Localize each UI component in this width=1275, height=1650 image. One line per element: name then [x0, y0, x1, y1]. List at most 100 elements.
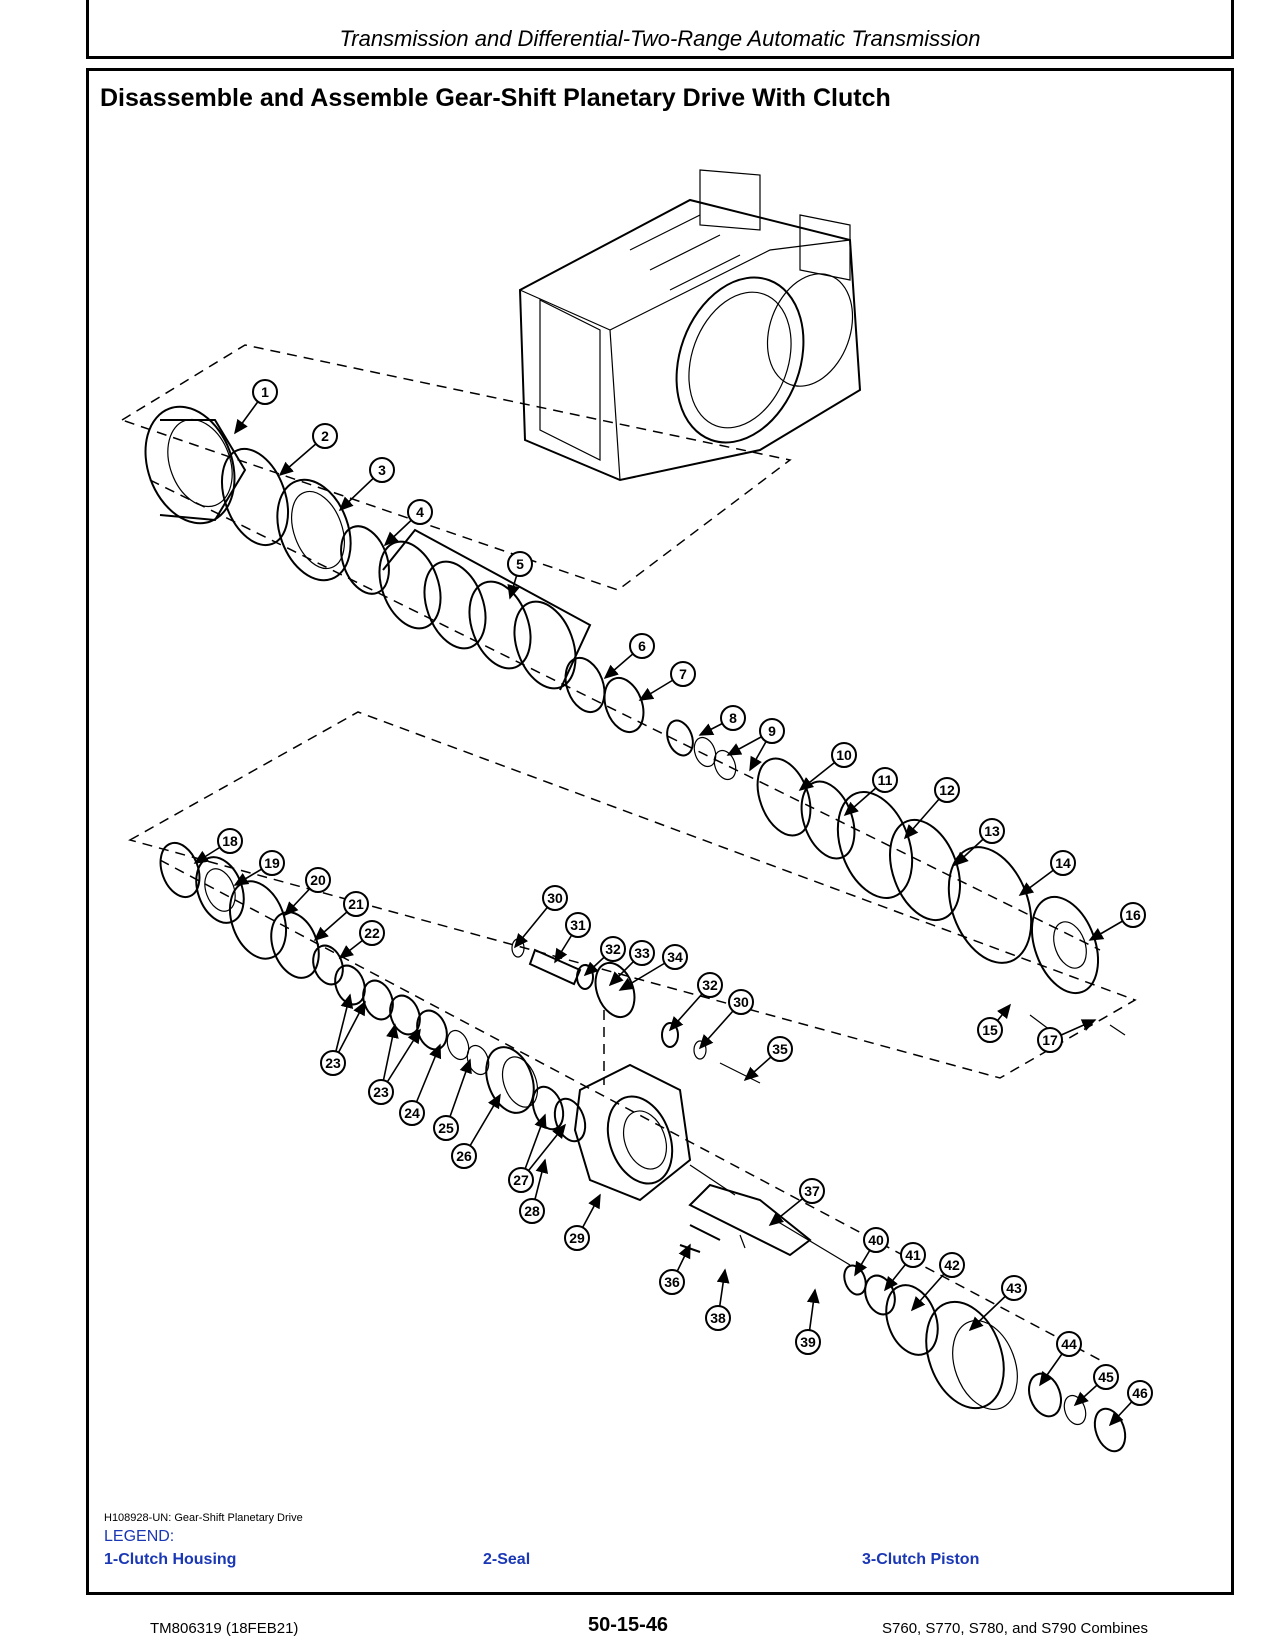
callout-12: 12 [934, 777, 960, 803]
svg-text:33: 33 [634, 945, 650, 961]
svg-text:29: 29 [569, 1230, 585, 1246]
clutch-disc-pack-illustration [378, 528, 592, 691]
svg-text:8: 8 [729, 710, 737, 726]
svg-text:42: 42 [944, 1257, 960, 1273]
hub-illustration [1031, 895, 1099, 995]
figure-caption: H108928-UN: Gear-Shift Planetary Drive [104, 1512, 303, 1524]
svg-text:28: 28 [524, 1203, 540, 1219]
callout-23a: 23 [320, 1050, 346, 1076]
svg-text:21: 21 [348, 896, 364, 912]
svg-text:7: 7 [679, 666, 687, 682]
callout-36: 36 [659, 1269, 685, 1295]
svg-text:26: 26 [456, 1148, 472, 1164]
svg-text:23: 23 [325, 1055, 341, 1071]
callout-23b: 23 [368, 1079, 394, 1105]
svg-text:18: 18 [222, 833, 238, 849]
callout-45: 45 [1093, 1364, 1119, 1390]
shaft-illustration [679, 1183, 851, 1266]
legend-item-clutch-piston: 3-Clutch Piston [862, 1551, 980, 1568]
callout-16: 16 [1120, 902, 1146, 928]
callout-30a: 30 [542, 885, 568, 911]
callout-38: 38 [705, 1305, 731, 1331]
callout-15: 15 [977, 1017, 1003, 1043]
callout-37: 37 [799, 1178, 825, 1204]
exploded-view-diagram: 1 2 3 4 5 6 7 8 9 10 11 12 13 14 15 16 1… [120, 169, 1153, 1453]
ring-gear-illustration [925, 1300, 1018, 1411]
svg-text:19: 19 [264, 855, 280, 871]
callout-28: 28 [519, 1198, 545, 1224]
svg-text:34: 34 [667, 949, 683, 965]
clutch-piston-illustration [276, 478, 352, 582]
footer-page-number: 50-15-46 [588, 1614, 669, 1636]
svg-text:16: 16 [1125, 907, 1141, 923]
svg-text:25: 25 [438, 1120, 454, 1136]
svg-text:30: 30 [547, 890, 563, 906]
callout-42: 42 [939, 1252, 965, 1278]
svg-text:38: 38 [710, 1310, 726, 1326]
svg-text:15: 15 [982, 1022, 998, 1038]
callout-35: 35 [767, 1036, 793, 1062]
callout-3: 3 [369, 457, 395, 483]
callout-2: 2 [312, 423, 338, 449]
svg-text:1: 1 [261, 384, 269, 400]
svg-text:45: 45 [1098, 1369, 1114, 1385]
callout-18: 18 [217, 828, 243, 854]
svg-text:27: 27 [513, 1172, 529, 1188]
callout-27: 27 [508, 1167, 534, 1193]
svg-text:9: 9 [768, 723, 776, 739]
callout-14: 14 [1050, 850, 1076, 876]
callout-10: 10 [831, 742, 857, 768]
callout-43: 43 [1001, 1275, 1027, 1301]
callout-32a: 32 [600, 936, 626, 962]
svg-text:35: 35 [772, 1041, 788, 1057]
svg-text:22: 22 [364, 925, 380, 941]
svg-text:5: 5 [516, 556, 524, 572]
callout-24: 24 [399, 1100, 425, 1126]
callout-32b: 32 [697, 972, 723, 998]
callout-39: 39 [795, 1329, 821, 1355]
svg-text:37: 37 [804, 1183, 820, 1199]
svg-text:11: 11 [878, 772, 893, 788]
svg-text:4: 4 [416, 504, 424, 520]
callout-26: 26 [451, 1143, 477, 1169]
svg-text:46: 46 [1132, 1385, 1148, 1401]
transmission-case-illustration [518, 169, 862, 482]
callout-7: 7 [670, 661, 696, 687]
svg-text:6: 6 [638, 638, 646, 654]
callout-41: 41 [900, 1242, 926, 1268]
legend-title: LEGEND: [104, 1528, 175, 1545]
callout-9: 9 [759, 718, 785, 744]
callout-4: 4 [407, 499, 433, 525]
svg-text:44: 44 [1061, 1336, 1077, 1352]
svg-text:17: 17 [1042, 1032, 1058, 1048]
callout-34: 34 [662, 944, 688, 970]
callout-31: 31 [565, 912, 591, 938]
seal-illustration [221, 447, 289, 547]
svg-text:31: 31 [570, 917, 586, 933]
legend-item-seal: 2-Seal [483, 1551, 531, 1568]
svg-text:3: 3 [378, 462, 386, 478]
section-header: Transmission and Differential-Two-Range … [339, 26, 981, 51]
callout-46: 46 [1127, 1380, 1153, 1406]
svg-text:32: 32 [605, 941, 621, 957]
svg-text:20: 20 [310, 872, 326, 888]
svg-text:40: 40 [868, 1232, 884, 1248]
svg-text:2: 2 [321, 428, 329, 444]
page-title: Disassemble and Assemble Gear-Shift Plan… [100, 84, 891, 112]
callout-40: 40 [863, 1227, 889, 1253]
callout-33: 33 [629, 940, 655, 966]
content-box [86, 68, 1234, 1595]
svg-text:24: 24 [404, 1105, 420, 1121]
legend-item-clutch-housing: 1-Clutch Housing [104, 1551, 237, 1568]
svg-text:12: 12 [939, 782, 955, 798]
svg-text:23: 23 [373, 1084, 389, 1100]
callout-13: 13 [979, 818, 1005, 844]
svg-text:13: 13 [984, 823, 1000, 839]
callout-11: 11 [872, 767, 898, 793]
svg-text:43: 43 [1006, 1280, 1022, 1296]
callout-19: 19 [259, 850, 285, 876]
clutch-housing-illustration [144, 405, 247, 525]
planetary-carrier-illustration [573, 1063, 692, 1202]
callout-25: 25 [433, 1115, 459, 1141]
callout-20: 20 [305, 867, 331, 893]
